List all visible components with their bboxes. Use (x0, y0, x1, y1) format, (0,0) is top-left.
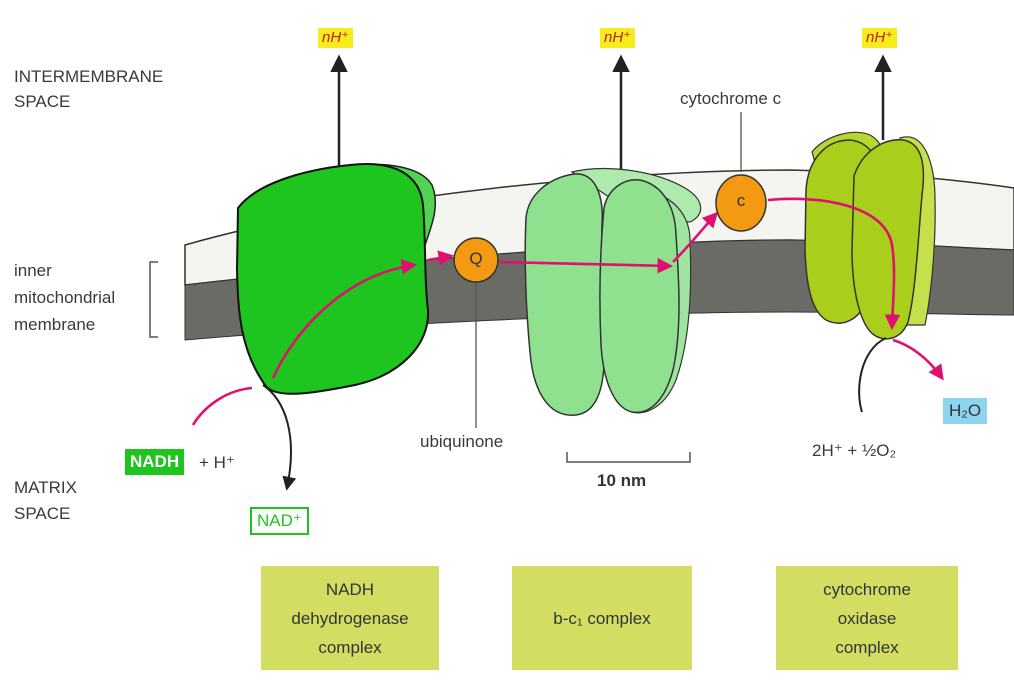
cytochrome-oxidase-shape (805, 132, 935, 338)
matrix-label-line2: SPACE (14, 503, 70, 525)
nadh-label: NADH (125, 449, 184, 475)
proton-label-3: nH⁺ (862, 28, 897, 48)
intermembrane-label-line2: SPACE (14, 91, 70, 113)
scale-label: 10 nm (597, 470, 646, 492)
scale-bar (567, 452, 690, 462)
inner-membrane-label-line2: mitochondrial (14, 287, 115, 309)
water-label: H₂O (943, 398, 987, 424)
oxygen-curve (859, 338, 886, 412)
bc1-complex-shape (525, 169, 700, 416)
cytochrome-oxidase-caption: cytochrome oxidase complex (776, 566, 958, 670)
cytochrome-c-letter: c (721, 191, 761, 211)
proton-label-1: nH⁺ (318, 28, 353, 48)
inner-membrane-label-line1: inner (14, 260, 52, 282)
ubiquinone-label: ubiquinone (420, 431, 503, 453)
bc1-complex-caption: b-c₁ complex (512, 566, 692, 670)
cytochrome-c-label: cytochrome c (680, 88, 781, 110)
oxidase-caption-line1: cytochrome (823, 575, 911, 604)
nadh-caption-line3: complex (291, 633, 408, 662)
nadh-dehydrogenase-caption: NADH dehydrogenase complex (261, 566, 439, 670)
membrane-bracket (150, 262, 158, 337)
ubiquinone-letter: Q (456, 249, 496, 269)
oxygen-reactants-label: 2H⁺ + ½O₂ (812, 440, 896, 462)
proton-label-2: nH⁺ (600, 28, 635, 48)
oxidase-caption-line2: oxidase (823, 604, 911, 633)
nadh-caption-line2: dehydrogenase (291, 604, 408, 633)
nadh-plus-h-label: + H⁺ (199, 452, 235, 474)
nad-plus-label: NAD⁺ (250, 507, 309, 535)
intermembrane-label-line1: INTERMEMBRANE (14, 66, 163, 88)
oxidase-caption-line3: complex (823, 633, 911, 662)
nadh-dehydrogenase-shape (237, 164, 435, 394)
bc1-caption-line1: b-c₁ complex (553, 604, 650, 633)
nad-conversion-arrow (263, 385, 291, 488)
matrix-label-line1: MATRIX (14, 477, 77, 499)
inner-membrane-label-line3: membrane (14, 314, 95, 336)
nadh-caption-line1: NADH (291, 575, 408, 604)
